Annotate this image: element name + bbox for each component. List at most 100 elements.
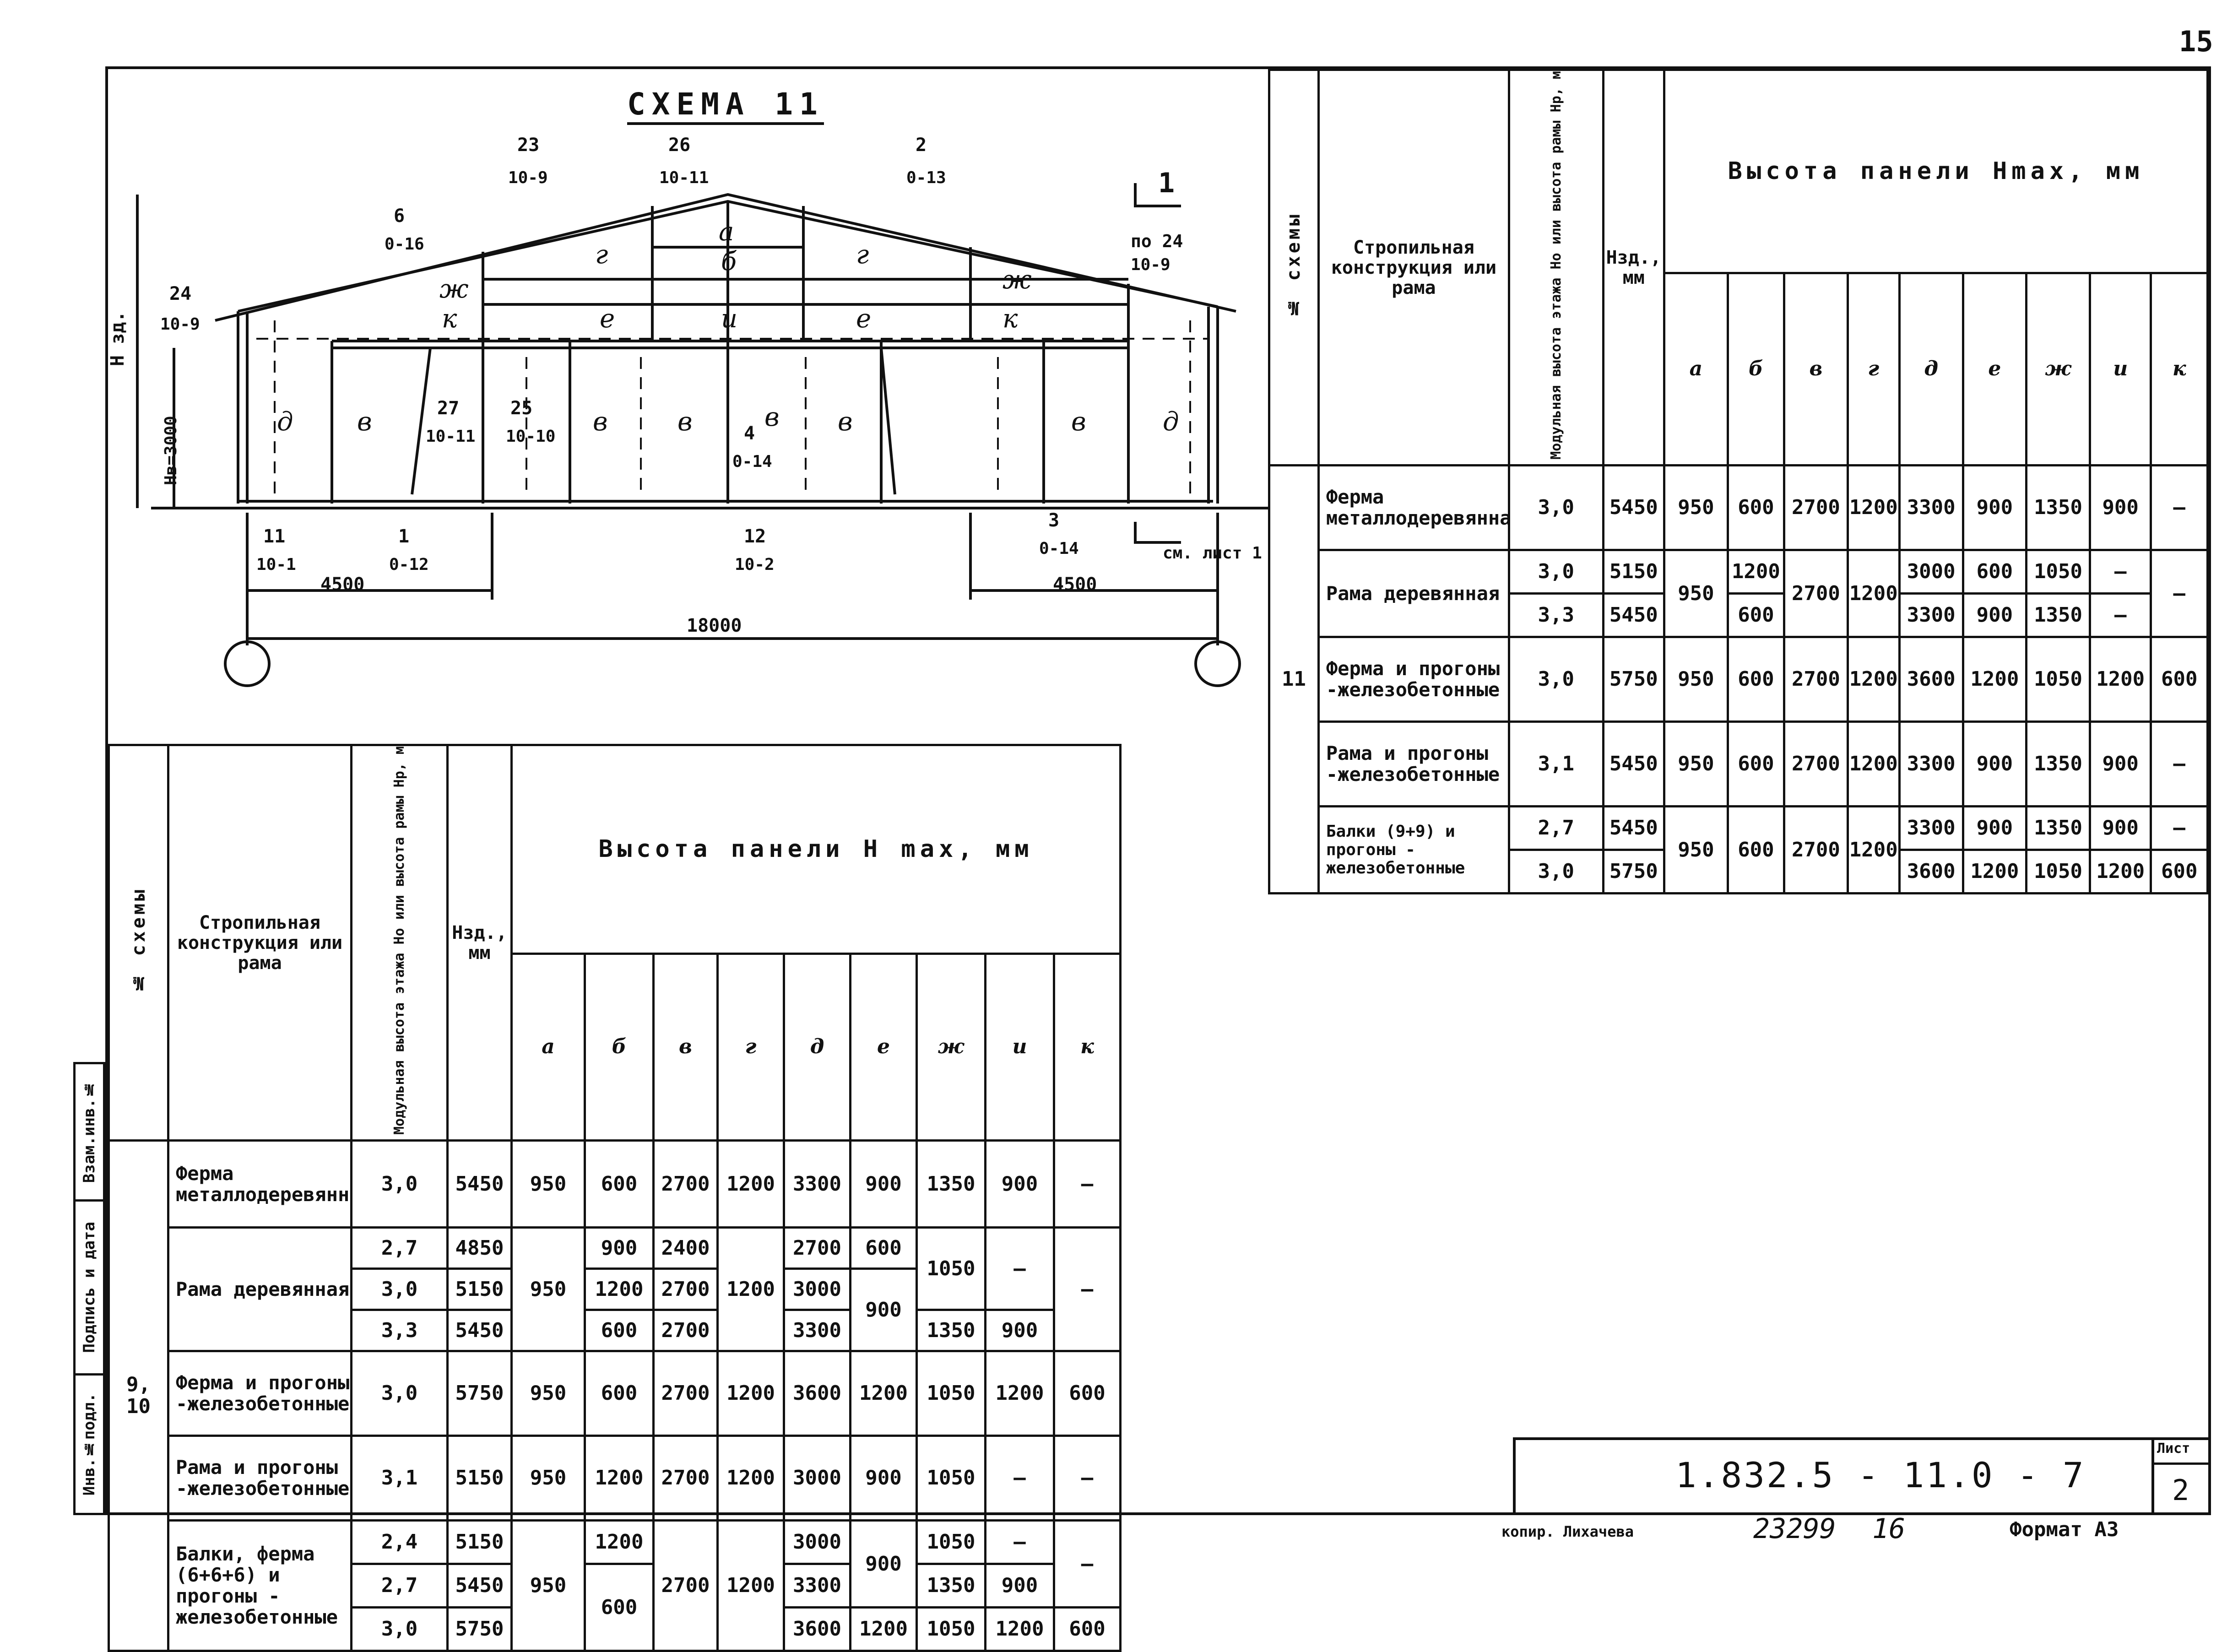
col-d: д xyxy=(783,952,851,1142)
col-e: е xyxy=(849,952,918,1142)
sheet-number: 2 xyxy=(2172,1473,2189,1507)
table-row: Рама деревянная 3,0 5150 950 1200 2700 1… xyxy=(1269,549,2209,639)
table-row: Ферма и прогоны -железобетонные 3,0 5750… xyxy=(109,1350,1122,1437)
panel-height-header: Высота панели Н max, мм xyxy=(510,744,1122,955)
svg-text:е: е xyxy=(600,304,615,334)
svg-text:ж: ж xyxy=(1002,265,1032,295)
copier-note: копир. Лихачева xyxy=(1501,1523,1634,1540)
page-frame xyxy=(105,66,2211,1515)
col-i: и xyxy=(984,952,1055,1142)
svg-text:2: 2 xyxy=(916,135,927,156)
svg-text:в: в xyxy=(838,407,853,437)
scheme-number: 9, 10 xyxy=(108,1139,169,1652)
svg-text:1: 1 xyxy=(1158,167,1175,199)
svg-text:27: 27 xyxy=(437,398,459,419)
col-g: г xyxy=(1846,271,1901,467)
svg-text:в: в xyxy=(677,407,693,437)
svg-text:г: г xyxy=(595,240,608,270)
svg-text:3: 3 xyxy=(1048,510,1059,531)
inventory-sub: 16 xyxy=(1872,1513,1906,1545)
document-number: 1.832.5 - 11.0 - 7 xyxy=(1675,1455,2086,1495)
panel-height-table-scheme-9-10: № схемы Стропильная конструкция или рама… xyxy=(108,743,1122,1652)
col-b: б xyxy=(584,952,655,1142)
table-row: 3,3 5450 600 3300 900 1350 — xyxy=(1269,592,2208,639)
svg-text:11: 11 xyxy=(263,526,285,547)
svg-text:0-13: 0-13 xyxy=(906,168,946,187)
svg-text:д: д xyxy=(277,407,293,437)
table-row: 3,3 5450 600 2700 3300 1350 900 xyxy=(109,1309,1121,1353)
svg-text:18000: 18000 xyxy=(687,615,742,636)
svg-text:0-14: 0-14 xyxy=(1039,539,1079,558)
svg-text:10-10: 10-10 xyxy=(506,427,555,446)
table-row: Рама деревянная 2,7 4850 950 900 2400 12… xyxy=(109,1226,1122,1353)
panel-height-header: Высота панели Нmax, мм xyxy=(1663,69,2209,274)
col-modular-header: Модульная высота этажа Но или высота рам… xyxy=(350,743,449,1142)
svg-text:д: д xyxy=(1163,407,1179,437)
svg-text:е: е xyxy=(856,304,871,334)
col-d: д xyxy=(1898,271,1964,467)
col-hzd-header: Нзд., мм xyxy=(1602,68,1666,467)
margin-stamp: Взам.инв.№ Подпись и дата Инв.№подл. xyxy=(73,1062,105,1515)
col-b: б xyxy=(1726,271,1786,467)
svg-text:к: к xyxy=(442,304,457,334)
svg-text:6: 6 xyxy=(394,206,405,227)
svg-text:и: и xyxy=(721,304,737,334)
col-a: а xyxy=(1663,271,1729,467)
table-row: Балки, ферма (6+6+6) и прогоны - железоб… xyxy=(109,1519,1122,1652)
col-k: к xyxy=(2150,271,2209,467)
paper-format: Формат А3 xyxy=(2010,1518,2119,1541)
sheet-divider xyxy=(2151,1462,2211,1465)
svg-text:24: 24 xyxy=(169,283,191,304)
panel-height-table-scheme-11: № схемы Стропильная конструкция или рама… xyxy=(1268,68,2209,895)
svg-text:4500: 4500 xyxy=(1053,574,1097,595)
svg-text:0-16: 0-16 xyxy=(385,235,424,254)
section-drawing: Н зд. Нв=3000 4500 4500 18000 1 см. лист… xyxy=(107,135,1268,687)
svg-text:в: в xyxy=(1071,407,1086,437)
table-row: 3,0 5150 1200 2700 3000 900 xyxy=(109,1267,1121,1353)
svg-text:г: г xyxy=(856,240,869,270)
svg-text:ж: ж xyxy=(439,274,469,304)
svg-text:б: б xyxy=(721,247,737,276)
col-e: е xyxy=(1962,271,2028,467)
col-a: а xyxy=(510,952,586,1142)
col-construction-header: Стропильная конструкция или рама xyxy=(167,743,352,1142)
svg-text:4: 4 xyxy=(744,423,755,444)
col-scheme-header: № схемы xyxy=(1268,68,1320,467)
svg-text:10-11: 10-11 xyxy=(426,427,475,446)
sheet-label: Лист xyxy=(2157,1441,2190,1457)
table-row: Ферма и прогоны -железобетонные 3,0 5750… xyxy=(1269,636,2209,723)
svg-text:в: в xyxy=(593,407,608,437)
svg-text:10-9: 10-9 xyxy=(1131,255,1170,274)
document-page: { "page_number": "15", "drawing": { "tit… xyxy=(73,25,2213,1652)
col-i: и xyxy=(2088,271,2152,467)
svg-text:23: 23 xyxy=(517,135,539,156)
drawing-title: СХЕМА 11 xyxy=(627,89,824,125)
svg-text:10-11: 10-11 xyxy=(659,168,709,187)
title-block xyxy=(1513,1437,2211,1515)
svg-text:к: к xyxy=(1002,304,1018,334)
svg-text:10-2: 10-2 xyxy=(735,555,775,574)
col-g: г xyxy=(716,952,785,1142)
svg-text:см. лист 1: см. лист 1 xyxy=(1163,544,1262,563)
table-row: 11 Ферма металлодеревянная 3,0 5450 950 … xyxy=(1268,464,2209,895)
col-v: в xyxy=(1783,271,1849,467)
scheme-number: 11 xyxy=(1268,464,1320,895)
svg-text:4500: 4500 xyxy=(320,574,364,595)
svg-text:Нв=3000: Нв=3000 xyxy=(162,416,180,485)
table-row: 9, 10 Ферма металлодеревянная 3,0 5450 9… xyxy=(108,1139,1122,1652)
svg-text:10-9: 10-9 xyxy=(160,315,200,334)
col-scheme-header: № схемы xyxy=(108,743,169,1142)
table-row: Рама и прогоны -железобетонные 3,1 5150 … xyxy=(109,1435,1122,1522)
svg-text:в: в xyxy=(357,407,372,437)
svg-text:по 24: по 24 xyxy=(1131,231,1183,251)
page-number: 15 xyxy=(2179,25,2213,58)
svg-text:0-14: 0-14 xyxy=(732,452,772,471)
stamp-podpis: Подпись и дата xyxy=(76,1202,103,1376)
sheet-box xyxy=(2151,1437,2211,1515)
inventory-number: 23299 xyxy=(1753,1513,1836,1545)
col-k: к xyxy=(1052,952,1122,1142)
svg-text:10-1: 10-1 xyxy=(256,555,296,574)
table-row: 3,0 5750 3600 1200 1050 1200 600 xyxy=(1269,849,2209,895)
col-zh: ж xyxy=(2025,271,2091,467)
svg-text:12: 12 xyxy=(744,526,766,547)
